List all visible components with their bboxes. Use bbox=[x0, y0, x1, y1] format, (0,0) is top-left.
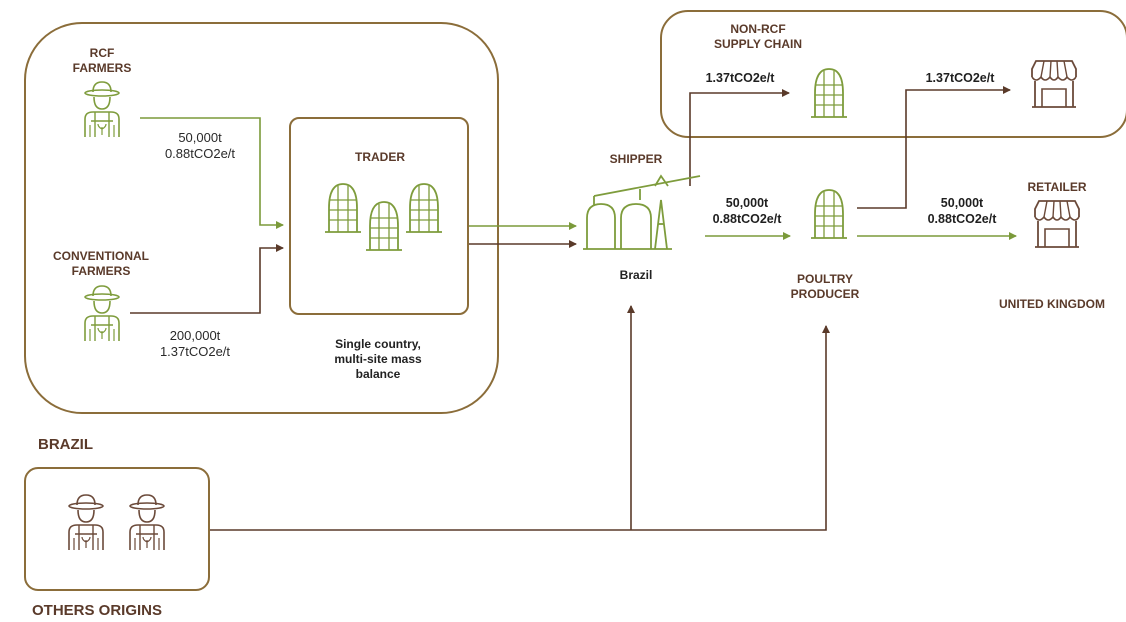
others-origins-label: OTHERS ORIGINS bbox=[32, 602, 163, 619]
flow-others-origins bbox=[210, 305, 830, 531]
conventional-farmer-icon bbox=[84, 285, 120, 342]
poultry-nonrcf-flow-label: 1.37tCO2e/t bbox=[925, 71, 995, 85]
poultry-silo-icon bbox=[810, 189, 848, 239]
trader-silo-icon-1 bbox=[324, 183, 362, 233]
united-kingdom-label: UNITED KINGDOM bbox=[999, 297, 1105, 311]
non-rcf-label: NON-RCF SUPPLY CHAIN bbox=[713, 22, 803, 51]
non-rcf-shop-icon bbox=[1031, 60, 1077, 108]
non-rcf-box bbox=[660, 10, 1126, 138]
flow-conventional-to-trader bbox=[130, 244, 284, 314]
shipper-crane-icon bbox=[583, 174, 701, 250]
flow-shipper-to-nonrcf bbox=[689, 89, 790, 186]
poultry-producer-label: POULTRY PRODUCER bbox=[790, 272, 860, 301]
trader-note: Single country, multi-site mass balance bbox=[334, 337, 422, 381]
trader-box bbox=[289, 117, 469, 315]
flow-poultry-to-nonrcf-shop bbox=[857, 86, 1011, 209]
shipper-poultry-flow-label: 50,000t 0.88tCO2e/t bbox=[712, 196, 782, 226]
flow-rcf-to-trader bbox=[140, 117, 284, 229]
other-farmer-icon-1 bbox=[68, 494, 104, 551]
non-rcf-silo-icon bbox=[810, 68, 848, 118]
other-farmer-icon-2 bbox=[129, 494, 165, 551]
shipper-nonrcf-flow-label: 1.37tCO2e/t bbox=[705, 71, 775, 85]
retailer-shop-icon bbox=[1034, 200, 1080, 248]
shipper-location-label: Brazil bbox=[619, 268, 653, 282]
trader-silo-icon-2 bbox=[365, 201, 403, 251]
poultry-retailer-flow-label: 50,000t 0.88tCO2e/t bbox=[927, 196, 997, 226]
conventional-flow-label: 200,000t 1.37tCO2e/t bbox=[159, 328, 231, 359]
conventional-farmers-label: CONVENTIONAL FARMERS bbox=[53, 249, 149, 278]
trader-label: TRADER bbox=[355, 150, 405, 164]
brazil-region-box bbox=[24, 22, 499, 414]
others-origins-box bbox=[24, 467, 210, 591]
brazil-label: BRAZIL bbox=[38, 436, 93, 453]
rcf-farmers-label: RCF FARMERS bbox=[72, 46, 132, 75]
rcf-flow-label: 50,000t 0.88tCO2e/t bbox=[164, 130, 236, 161]
trader-silo-icon-3 bbox=[405, 183, 443, 233]
shipper-label: SHIPPER bbox=[609, 152, 663, 166]
rcf-farmer-icon bbox=[84, 81, 120, 138]
retailer-label: RETAILER bbox=[1027, 180, 1087, 194]
